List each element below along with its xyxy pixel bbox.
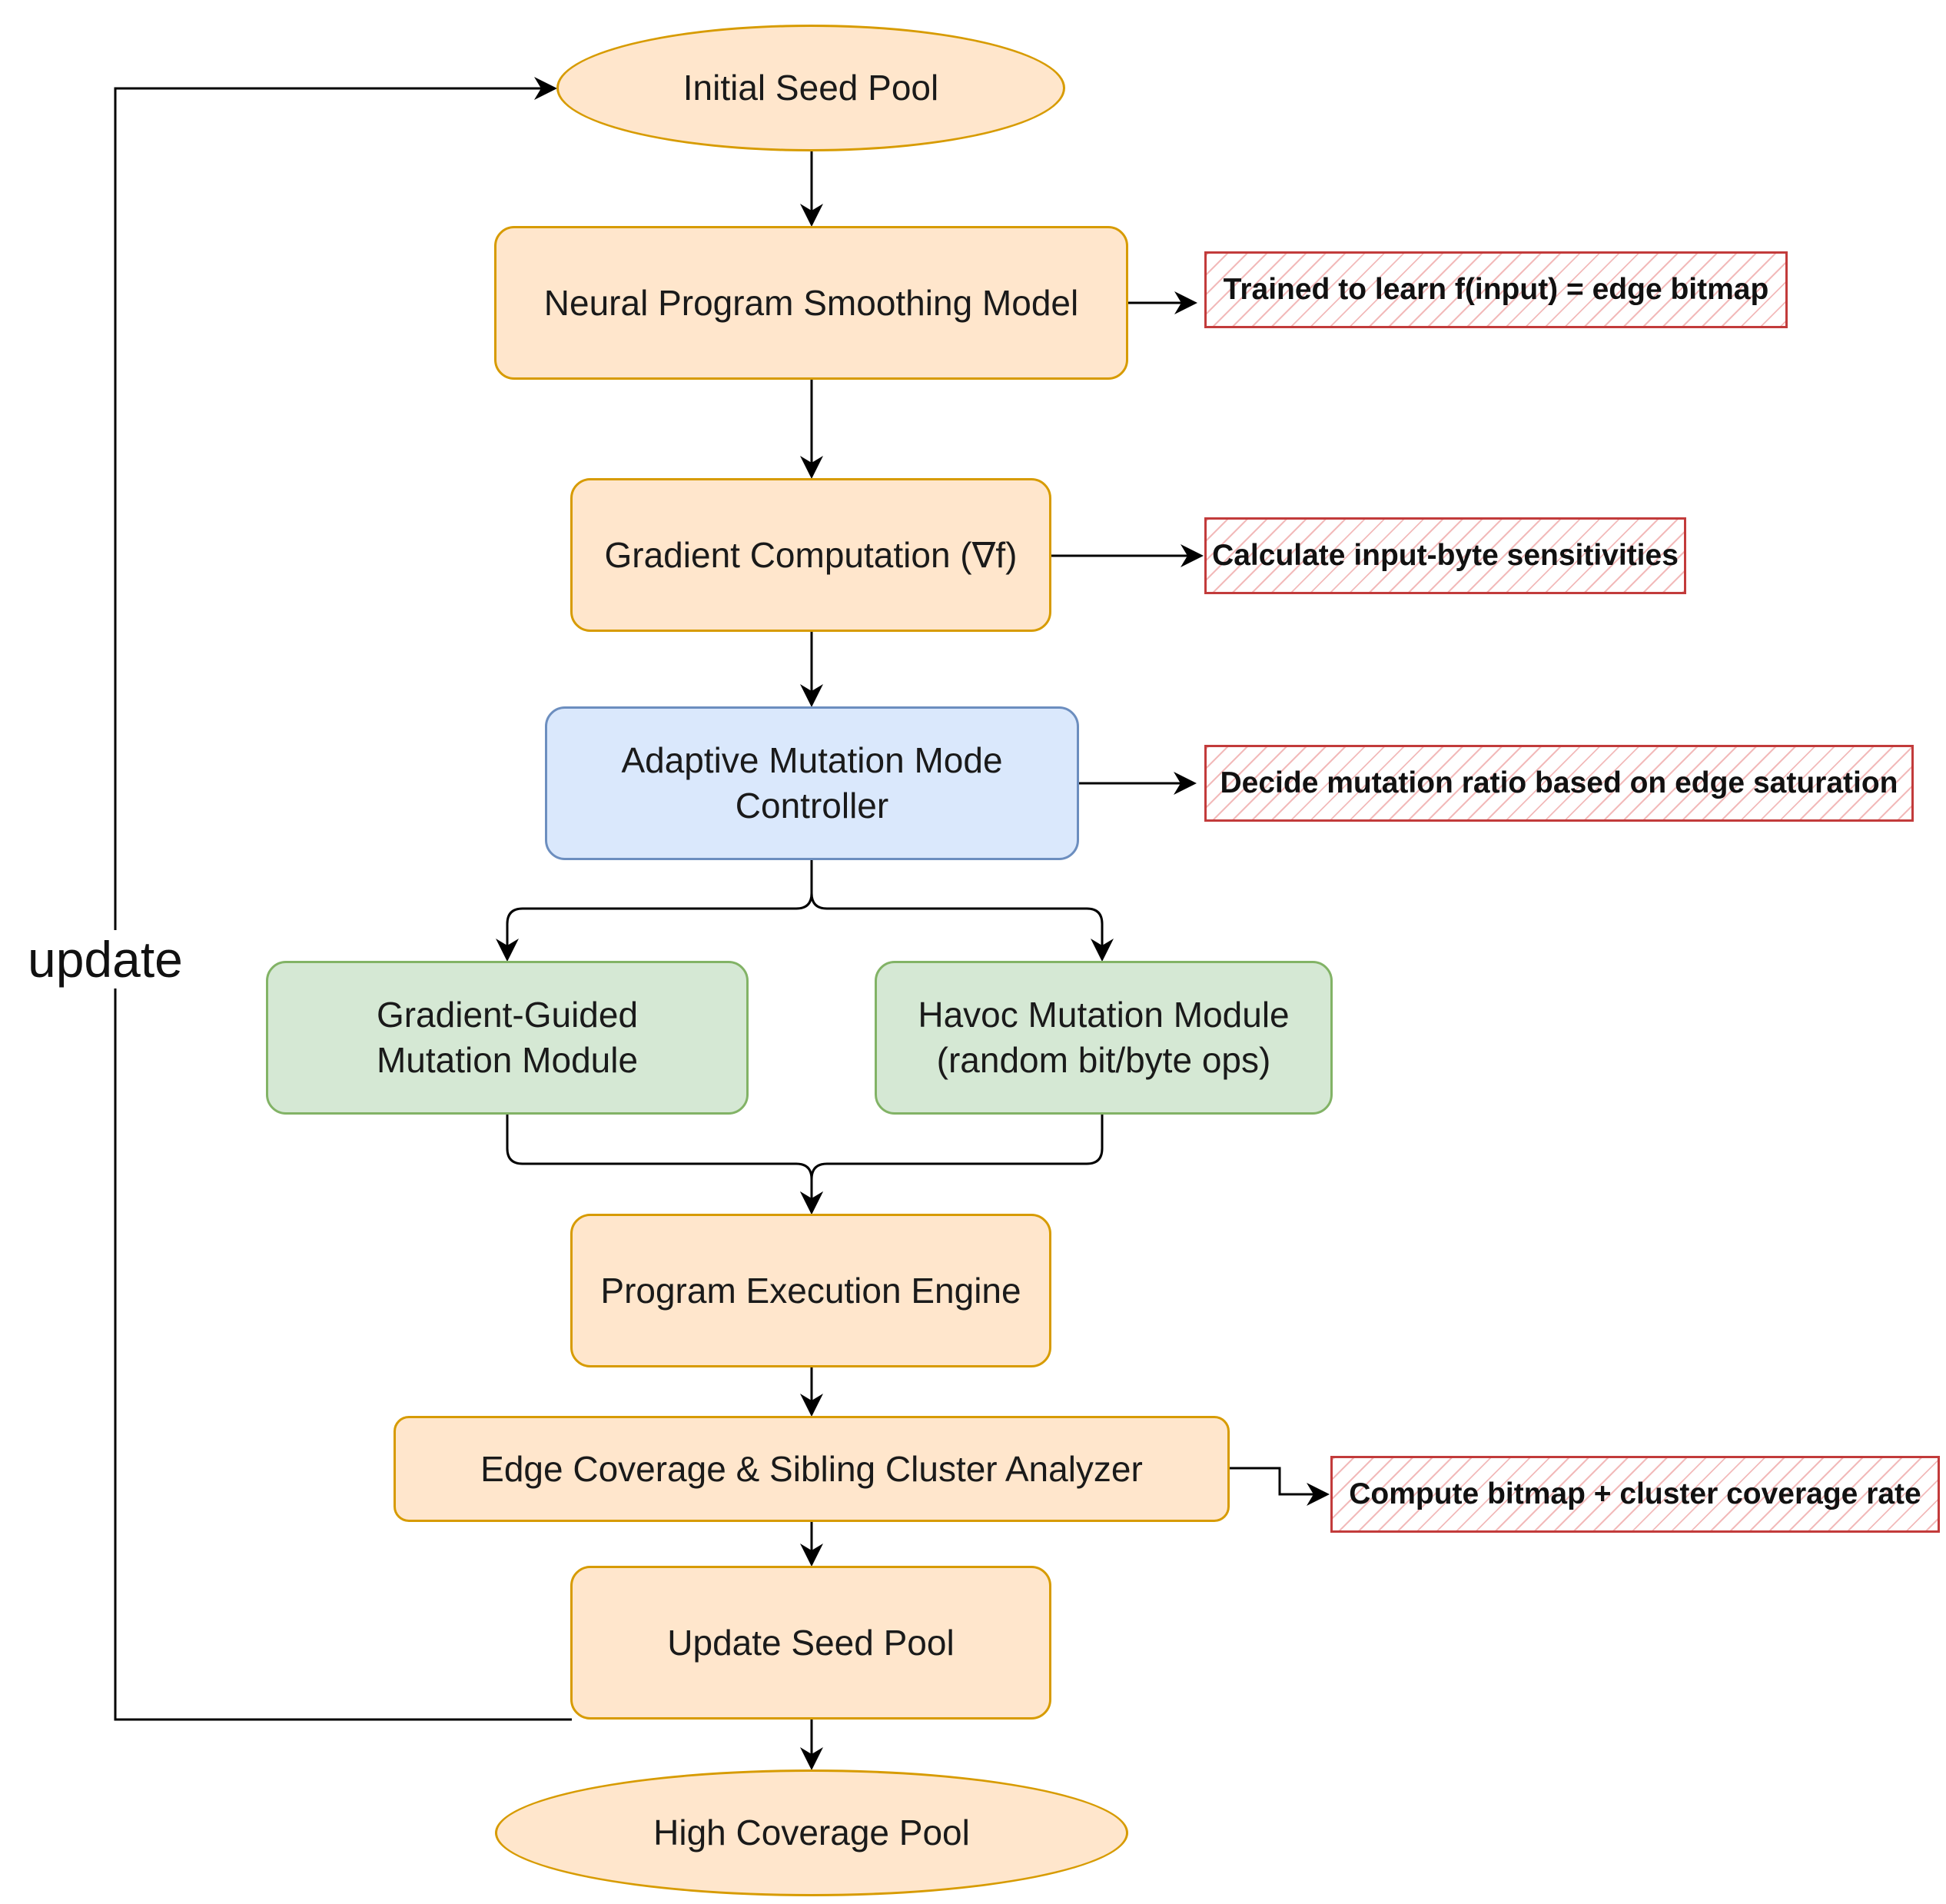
execution-engine-node: Program Execution Engine [570, 1214, 1051, 1367]
havoc-label-line2: (random bit/byte ops) [936, 1040, 1271, 1080]
update-seed-pool-label: Update Seed Pool [667, 1622, 955, 1663]
adaptive-controller-node: Adaptive Mutation Mode Controller [545, 706, 1079, 860]
edge-coverage-annotation: Compute bitmap + cluster coverage rate [1330, 1456, 1940, 1533]
adaptive-controller-annotation-text: Decide mutation ratio based on edge satu… [1220, 766, 1898, 799]
edge-gradient-guided-to-execution [506, 1115, 823, 1215]
edge-havoc-to-execution [800, 1115, 1104, 1215]
adaptive-controller-label-line1: Adaptive Mutation Mode [621, 740, 1003, 781]
edge-coverage-analyzer-node: Edge Coverage & Sibling Cluster Analyzer [394, 1416, 1230, 1522]
havoc-label-line1: Havoc Mutation Module [918, 995, 1290, 1035]
gradient-computation-label: Gradient Computation (∇f) [604, 534, 1018, 575]
gradient-computation-annotation: Calculate input-byte sensitivities [1204, 517, 1686, 594]
neural-model-annotation-text: Trained to learn f(input) = edge bitmap [1223, 273, 1769, 306]
high-coverage-pool-node: High Coverage Pool [495, 1769, 1128, 1896]
havoc-mutation-node: Havoc Mutation Module (random bit/byte o… [875, 961, 1333, 1115]
update-loop-label: update [23, 930, 188, 989]
adaptive-controller-label-line2: Controller [735, 786, 889, 826]
initial-seed-pool-label: Initial Seed Pool [682, 68, 939, 108]
edge-controller-to-gradient-guided [496, 860, 813, 962]
edge-coverage-label: Edge Coverage & Sibling Cluster Analyzer [480, 1448, 1143, 1489]
high-coverage-pool-label: High Coverage Pool [653, 1813, 970, 1853]
gradient-guided-label-line2: Mutation Module [376, 1040, 639, 1080]
edge-controller-to-havoc [810, 860, 1114, 962]
gradient-computation-annotation-text: Calculate input-byte sensitivities [1212, 539, 1679, 572]
update-seed-pool-node: Update Seed Pool [570, 1566, 1051, 1720]
neural-model-annotation: Trained to learn f(input) = edge bitmap [1204, 251, 1788, 328]
initial-seed-pool-node: Initial Seed Pool [556, 25, 1065, 151]
gradient-guided-mutation-node: Gradient-Guided Mutation Module [266, 961, 749, 1115]
edge-update-loop [114, 77, 572, 1721]
execution-engine-label: Program Execution Engine [600, 1270, 1021, 1311]
edge-edge-coverage-to-note [1230, 1467, 1330, 1506]
adaptive-controller-annotation: Decide mutation ratio based on edge satu… [1204, 745, 1914, 822]
neural-model-label: Neural Program Smoothing Model [543, 282, 1079, 323]
gradient-computation-node: Gradient Computation (∇f) [570, 478, 1051, 632]
gradient-guided-label-line1: Gradient-Guided [376, 995, 639, 1035]
edge-coverage-annotation-text: Compute bitmap + cluster coverage rate [1349, 1477, 1921, 1510]
neural-model-node: Neural Program Smoothing Model [494, 226, 1128, 380]
